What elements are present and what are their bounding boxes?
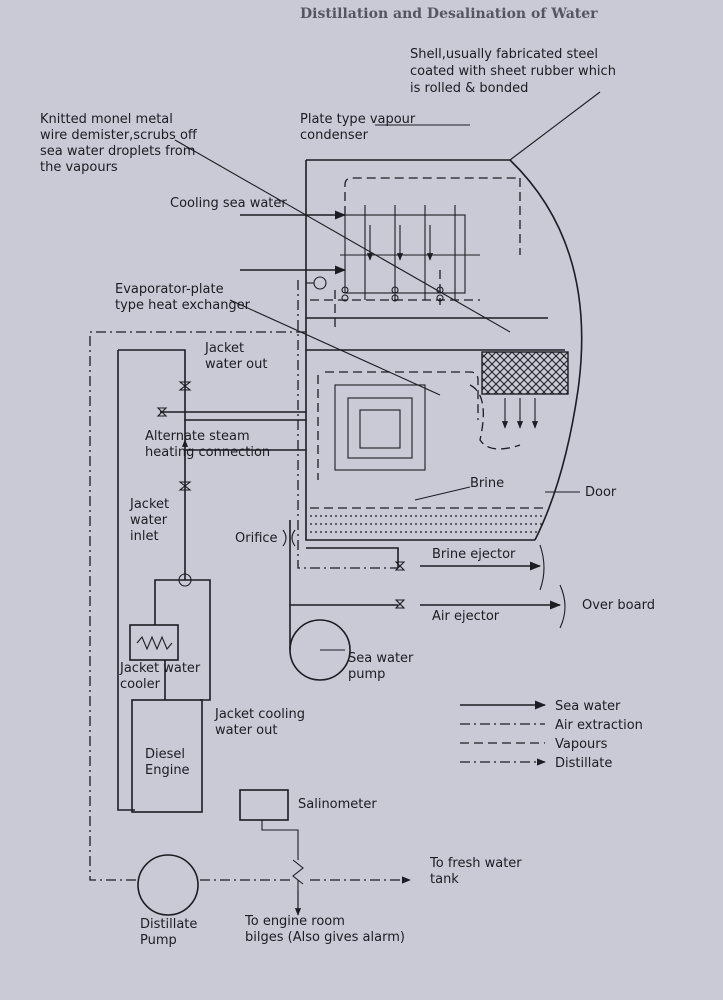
jacket-water-circuit (117, 349, 306, 811)
label-door: Door (585, 485, 617, 500)
distiller-shell (305, 159, 583, 541)
diesel-engine (131, 699, 203, 813)
evaporator-heat-exchanger (317, 371, 539, 480)
distillate-pump (137, 854, 199, 916)
legend-air-extraction-label: Air extraction (555, 718, 643, 733)
plate-condenser (310, 177, 521, 330)
wire-demister (481, 351, 569, 395)
label-salinometer: Salinometer (298, 797, 377, 812)
label-cooling-sea-water: Cooling sea water (170, 196, 287, 211)
page-header: Distillation and Desalination of Water (300, 6, 598, 22)
salinometer (239, 789, 304, 916)
label-air-ejector: Air ejector (432, 609, 500, 624)
label-brine-ejector: Brine ejector (432, 547, 516, 562)
legend-distillate-label: Distillate (555, 756, 612, 771)
legend-sea-water-label: Sea water (555, 699, 621, 714)
jacket-water-cooler (129, 624, 179, 661)
legend-vapours-label: Vapours (555, 737, 608, 752)
legend: Sea water Air extraction Vapours Distill… (460, 699, 643, 771)
label-over-board: Over board (582, 598, 655, 613)
label-brine: Brine (470, 476, 504, 491)
sea-water-pump (289, 619, 351, 681)
label-orifice: Orifice (235, 531, 278, 546)
brine-pool (310, 507, 548, 533)
